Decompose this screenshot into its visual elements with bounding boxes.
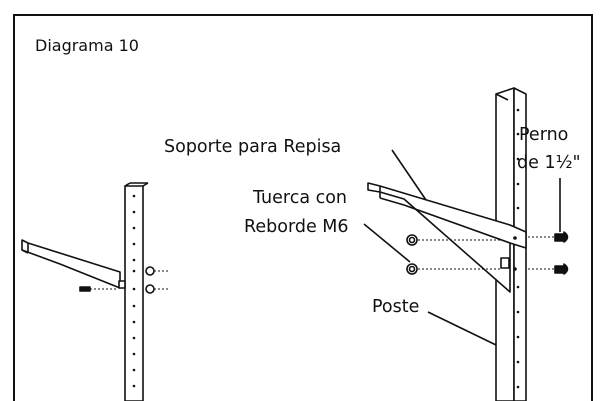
left-bolt [79,286,91,292]
left-nut-lower [145,284,155,294]
bolt-label-line1: Perno [519,125,568,145]
nut-label-line1: Tuerca con [252,188,347,208]
right-nut-upper [406,234,418,246]
nut-leader [363,223,411,263]
diagram-frame: Diagrama 10 [13,14,593,401]
left-assembly [21,182,170,401]
bolt-label-line2: de 1½" [517,153,581,173]
left-post [124,185,144,401]
bracket-label: Soporte para Repisa [164,137,341,157]
diagram-title: Diagrama 10 [35,36,139,55]
right-assembly [363,87,569,401]
right-post-holes [513,108,520,389]
left-post-holes [132,194,136,388]
post-label: Poste [372,297,419,317]
bracket-leader [391,149,427,201]
right-bolt-upper [528,231,569,243]
left-nut-upper [145,266,155,276]
left-shelf-bracket [21,239,121,289]
right-nut-lower [406,263,418,275]
right-bolt-lower [528,263,569,275]
post-leader [427,311,497,346]
nut-label-line2: Reborde M6 [244,217,349,237]
